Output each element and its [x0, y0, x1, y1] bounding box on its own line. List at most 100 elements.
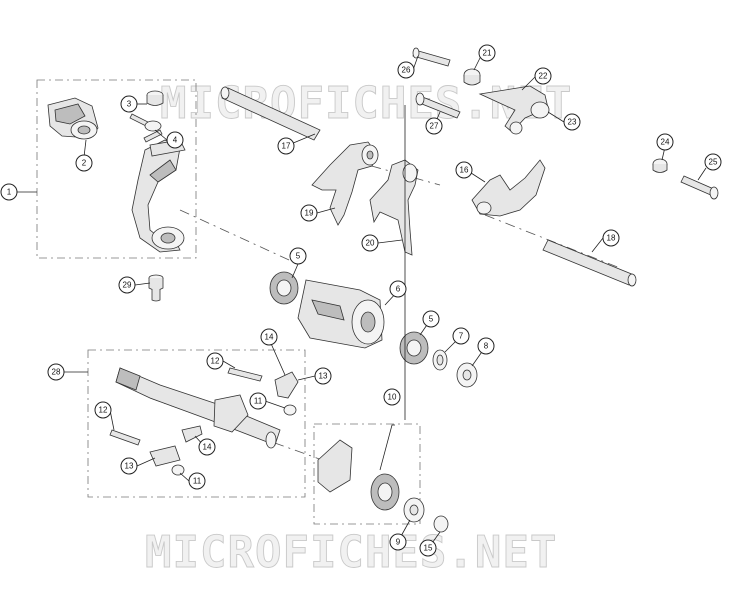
svg-text:29: 29: [123, 281, 132, 290]
callout-9[interactable]: 9: [389, 533, 407, 551]
bolt-25-part: [680, 175, 719, 200]
svg-text:24: 24: [661, 138, 670, 147]
svg-text:13: 13: [319, 372, 328, 381]
stopper-arm-22-23-part: [478, 85, 550, 135]
shift-rod-17-part: [220, 86, 321, 141]
svg-text:5: 5: [296, 252, 301, 261]
callout-12a[interactable]: 12: [206, 352, 224, 370]
svg-text:12: 12: [99, 406, 108, 415]
svg-text:9: 9: [396, 538, 401, 547]
svg-text:5: 5: [429, 315, 434, 324]
callout-29[interactable]: 29: [118, 276, 136, 294]
callout-14a[interactable]: 14: [260, 328, 278, 346]
callout-3[interactable]: 3: [120, 95, 138, 113]
svg-text:8: 8: [484, 342, 489, 351]
callout-18[interactable]: 18: [602, 229, 620, 247]
callout-14b[interactable]: 14: [198, 438, 216, 456]
callout-2[interactable]: 2: [75, 154, 93, 172]
callout-15[interactable]: 15: [419, 539, 437, 557]
shift-fork-16-part: [471, 159, 546, 217]
svg-text:10: 10: [388, 393, 397, 402]
callout-5b[interactable]: 5: [422, 310, 440, 328]
callout-16[interactable]: 16: [455, 161, 473, 179]
callout-10[interactable]: 10: [383, 388, 401, 406]
callout-13b[interactable]: 13: [120, 457, 138, 475]
collar-24-part: [652, 158, 668, 173]
shift-shaft-28-part: [115, 367, 281, 449]
washer-8-part: [456, 362, 478, 388]
callout-7[interactable]: 7: [452, 327, 470, 345]
svg-text:11: 11: [193, 477, 202, 486]
callout-22[interactable]: 22: [534, 67, 552, 85]
spring-10-part: [317, 424, 400, 511]
svg-text:14: 14: [265, 333, 274, 342]
callout-5a[interactable]: 5: [289, 247, 307, 265]
clip-15-part: [433, 515, 449, 533]
callout-24[interactable]: 24: [656, 133, 674, 151]
shift-fork-20-part: [369, 159, 419, 256]
svg-text:13: 13: [125, 462, 134, 471]
shift-rod-18-part: [542, 239, 637, 287]
callout-6[interactable]: 6: [389, 280, 407, 298]
shift-fork-19-part: [311, 141, 379, 226]
axis-line-lever: [179, 209, 301, 266]
bearing-5a-part: [269, 271, 299, 305]
svg-text:11: 11: [254, 397, 263, 406]
svg-text:26: 26: [402, 66, 411, 75]
callout-4[interactable]: 4: [166, 131, 184, 149]
callout-28[interactable]: 28: [47, 363, 65, 381]
callout-8[interactable]: 8: [477, 337, 495, 355]
svg-text:25: 25: [709, 158, 718, 167]
svg-text:27: 27: [430, 122, 439, 131]
arm-13-part: [149, 445, 181, 467]
callout-19[interactable]: 19: [300, 204, 318, 222]
washer-pin-4-part: [129, 113, 163, 143]
callout-26[interactable]: 26: [397, 61, 415, 79]
svg-text:3: 3: [127, 100, 132, 109]
svg-text:20: 20: [366, 239, 375, 248]
svg-text:2: 2: [82, 159, 87, 168]
axis-line-shaft: [149, 397, 351, 471]
callout-11a[interactable]: 11: [249, 392, 267, 410]
svg-text:1: 1: [7, 188, 12, 197]
svg-text:14: 14: [203, 443, 212, 452]
washer-9-part: [403, 497, 425, 523]
svg-text:28: 28: [52, 368, 61, 377]
collar-11-part: [171, 404, 297, 476]
bolt-26-part: [412, 47, 451, 67]
callout-12b[interactable]: 12: [94, 401, 112, 419]
svg-text:15: 15: [424, 544, 433, 553]
shift-lever-part: [47, 97, 186, 253]
svg-text:4: 4: [173, 136, 178, 145]
svg-text:21: 21: [483, 49, 492, 58]
callout-20[interactable]: 20: [361, 234, 379, 252]
callout-13a[interactable]: 13: [314, 367, 332, 385]
callout-17[interactable]: 17: [277, 137, 295, 155]
callout-1[interactable]: 1: [0, 183, 18, 201]
pin-spring-12-14-part: [109, 367, 299, 446]
svg-text:17: 17: [282, 142, 291, 151]
callout-25[interactable]: 25: [704, 153, 722, 171]
callout-23[interactable]: 23: [563, 113, 581, 131]
callout-21[interactable]: 21: [478, 44, 496, 62]
washer-7-part: [432, 349, 448, 371]
group-box-shift-shaft: [87, 349, 306, 498]
svg-text:12: 12: [211, 357, 220, 366]
svg-text:19: 19: [305, 209, 314, 218]
watermark-bottom: MICROFICHES.NET: [145, 527, 557, 578]
bolt-27-part: [415, 92, 461, 119]
svg-text:7: 7: [459, 332, 464, 341]
svg-text:18: 18: [607, 234, 616, 243]
group-box-shift-lever: [36, 79, 197, 259]
shift-drum-6-part: [297, 279, 385, 349]
callout-11b[interactable]: 11: [188, 472, 206, 490]
bolt-3-part: [146, 90, 164, 106]
group-box-spring: [313, 423, 421, 525]
svg-text:6: 6: [396, 285, 401, 294]
callout-27[interactable]: 27: [425, 117, 443, 135]
svg-text:22: 22: [539, 72, 548, 81]
bearing-5b-part: [399, 331, 429, 365]
svg-text:23: 23: [568, 118, 577, 127]
